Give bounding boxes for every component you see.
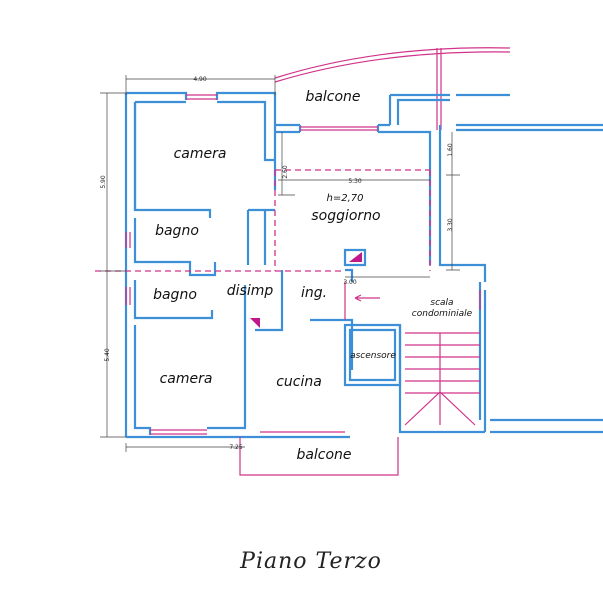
dim-soggiorno-depth: 2.60 bbox=[282, 165, 289, 179]
ceiling-height-label: h=2,70 bbox=[327, 193, 364, 204]
room-label-ascensore: ascensore bbox=[350, 351, 396, 361]
room-label-disimp: disimp bbox=[227, 283, 274, 299]
room-label-scala: scala bbox=[430, 298, 453, 308]
room-label-bagno-bottom: bagno bbox=[153, 287, 197, 303]
room-label-condominiale: condominiale bbox=[412, 309, 473, 319]
room-label-camera-bottom: camera bbox=[160, 371, 213, 387]
dim-bottom-width: 7.25 bbox=[229, 444, 243, 451]
floor-title: Piano Terzo bbox=[239, 549, 382, 574]
shaft-icon-bottom bbox=[250, 318, 260, 328]
windows bbox=[125, 94, 481, 435]
balcony-railing-inner bbox=[274, 51, 511, 83]
room-label-balcone-top: balcone bbox=[305, 89, 360, 105]
dim-soggiorno-width: 5.30 bbox=[348, 178, 362, 185]
dim-right-upper: 1.60 bbox=[447, 143, 454, 157]
room-label-soggiorno: soggiorno bbox=[311, 208, 380, 224]
dim-left-lower: 5.40 bbox=[104, 348, 111, 362]
room-label-bagno-top: bagno bbox=[155, 223, 199, 239]
shaft-top bbox=[343, 248, 367, 267]
shaft-icon-top bbox=[349, 252, 362, 262]
balcony-railing-bottom bbox=[239, 437, 399, 476]
room-label-balcone-bottom: balcone bbox=[296, 447, 351, 463]
dim-left-upper: 5.90 bbox=[100, 175, 107, 189]
dimension-lines bbox=[100, 75, 460, 452]
section-line bbox=[95, 169, 431, 272]
dim-top-width: 4.90 bbox=[193, 76, 207, 83]
room-label-camera-top: camera bbox=[174, 146, 227, 162]
room-label-ingresso: ing. bbox=[301, 285, 327, 301]
entry-arrow-icon bbox=[354, 294, 380, 302]
dim-right-lower: 3.30 bbox=[447, 218, 454, 232]
stairs bbox=[404, 332, 480, 426]
dim-entrance: 3.00 bbox=[343, 279, 357, 286]
walls bbox=[124, 91, 603, 439]
room-label-cucina: cucina bbox=[276, 374, 322, 390]
balcony-railing-top bbox=[274, 47, 511, 79]
balcony-divider bbox=[436, 48, 442, 130]
